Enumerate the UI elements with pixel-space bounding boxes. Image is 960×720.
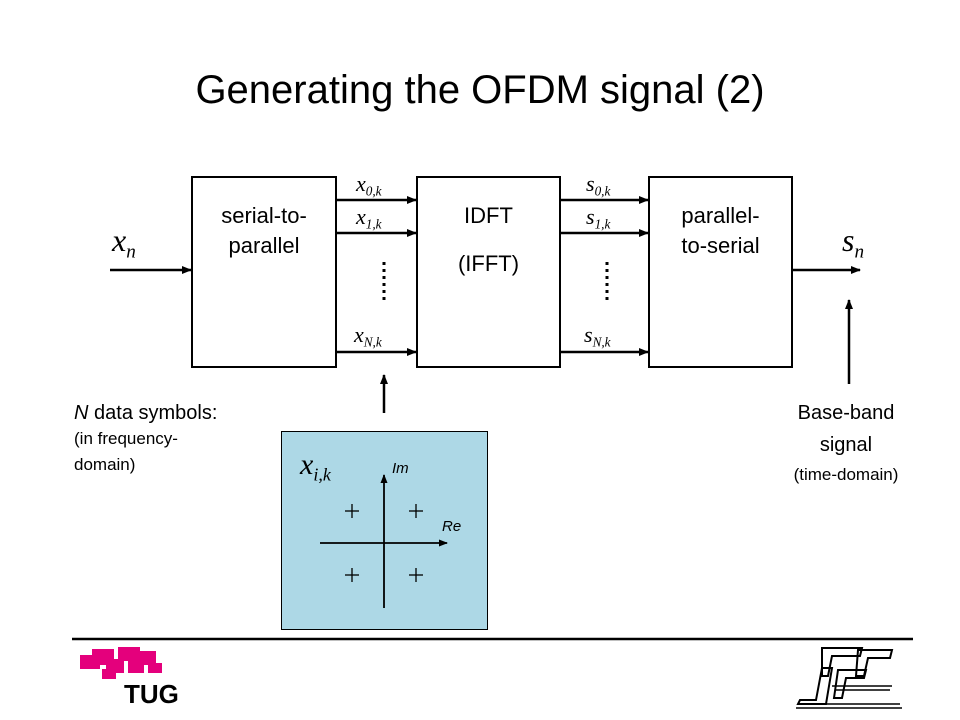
tug-logo: TUG — [80, 647, 179, 709]
baseband-note-line1: Base-band — [797, 402, 895, 424]
p2s-label-line1: parallel- — [681, 203, 760, 228]
idft-label-line2: (IFFT) — [457, 251, 520, 276]
serial-to-parallel-block: serial-to- parallel — [191, 176, 337, 368]
x1-label: x1,k — [356, 204, 382, 232]
sN-label: sN,k — [584, 322, 611, 350]
constellation-plot — [320, 474, 448, 608]
constellation-panel: xi,k Im Re — [281, 431, 488, 630]
constellation-symbol: xi,k — [300, 448, 331, 485]
data-symbols-note: N data symbols: (in frequency- domain) — [74, 400, 217, 478]
baseband-note: Base-band signal (time-domain) — [760, 400, 932, 488]
data-symbols-note-line3: domain) — [74, 455, 136, 474]
slide-title: Generating the OFDM signal (2) — [195, 68, 765, 112]
s2p-label-line2: parallel — [228, 233, 300, 258]
constellation-point-3 — [409, 568, 423, 582]
x0-label: x0,k — [356, 171, 382, 199]
idft-label-line1: IDFT — [464, 203, 513, 228]
constellation-point-0 — [345, 504, 359, 518]
xN-label: xN,k — [354, 322, 382, 350]
data-symbols-note-line2: (in frequency- — [74, 429, 178, 448]
constellation-point-2 — [345, 568, 359, 582]
s1-label: s1,k — [586, 204, 611, 232]
input-symbol: xn — [112, 222, 136, 263]
baseband-note-line2: signal — [819, 434, 873, 456]
s2p-label-line1: serial-to- — [221, 203, 307, 228]
idft-block: IDFT (IFFT) — [416, 176, 561, 368]
constellation-point-1 — [409, 504, 423, 518]
institute-logo — [796, 647, 902, 709]
tug-logo-text: TUG — [124, 679, 179, 709]
baseband-note-line3: (time-domain) — [793, 465, 899, 484]
p2s-label-line2: to-serial — [681, 233, 760, 258]
s0-label: s0,k — [586, 171, 611, 199]
parallel-to-serial-block: parallel- to-serial — [648, 176, 793, 368]
data-symbols-note-line1: N data symbols: — [74, 402, 218, 424]
im-label: Im — [392, 460, 409, 477]
re-label: Re — [442, 518, 462, 535]
output-symbol: sn — [842, 222, 865, 263]
